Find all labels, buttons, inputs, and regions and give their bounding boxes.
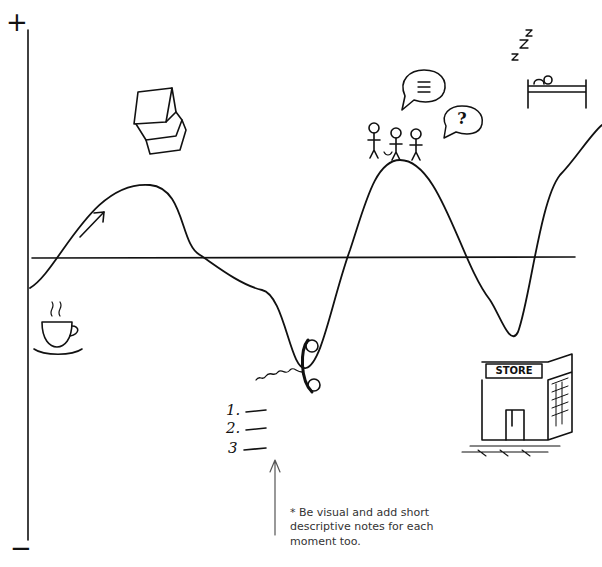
- list-number: 2.: [226, 419, 240, 439]
- pillow: [534, 80, 544, 85]
- paper-sheet: [136, 112, 182, 140]
- paper-sheet: [166, 88, 176, 122]
- footnote: * Be visual and add short descriptive no…: [290, 506, 480, 549]
- person-body: [410, 139, 422, 160]
- phone-mouthpiece: [308, 379, 320, 391]
- speech-bubble: [402, 70, 445, 110]
- store-sign: STORE: [485, 363, 543, 379]
- bed: [528, 80, 586, 108]
- saucer: [34, 349, 82, 354]
- connecting-hands: [384, 152, 392, 155]
- vertical-axis: [27, 30, 29, 540]
- list-number: 1.: [226, 401, 240, 421]
- sleep-zzz: [512, 30, 532, 60]
- paper-sheet: [146, 120, 186, 154]
- minus-sign: −: [10, 532, 32, 566]
- sleeper-head: [544, 76, 552, 84]
- phone-handset: [302, 340, 312, 392]
- phone-cord: [256, 369, 302, 380]
- list-dash: [244, 410, 266, 450]
- person-head: [391, 128, 401, 138]
- node-text: STORE: [495, 366, 532, 376]
- paper-sheet: [134, 88, 172, 124]
- node-text: ?: [457, 111, 466, 127]
- person-head: [411, 129, 421, 139]
- person-head: [369, 123, 379, 133]
- plus-sign: +: [6, 6, 28, 40]
- person-body: [390, 138, 402, 160]
- person-body: [368, 133, 380, 158]
- arrow-head: [94, 212, 104, 222]
- store-building: [482, 354, 572, 440]
- text-lines: [418, 82, 430, 92]
- coffee-cup: [42, 322, 72, 347]
- neutral-axis: [32, 257, 575, 258]
- list-number: 3: [228, 439, 238, 459]
- cup-handle: [70, 326, 78, 336]
- steam: [51, 302, 61, 316]
- node-shape: [444, 106, 482, 138]
- speech-bubble-node: ?: [440, 104, 484, 140]
- pointer-arrow: [270, 460, 280, 535]
- store-window-grid: [552, 378, 568, 426]
- trend-arrow: [80, 212, 104, 237]
- node-shape: [486, 364, 542, 378]
- ground-lines: [462, 446, 560, 456]
- journey-curve: [30, 125, 602, 368]
- phone-earpiece: [306, 340, 318, 352]
- store-door: [506, 410, 524, 440]
